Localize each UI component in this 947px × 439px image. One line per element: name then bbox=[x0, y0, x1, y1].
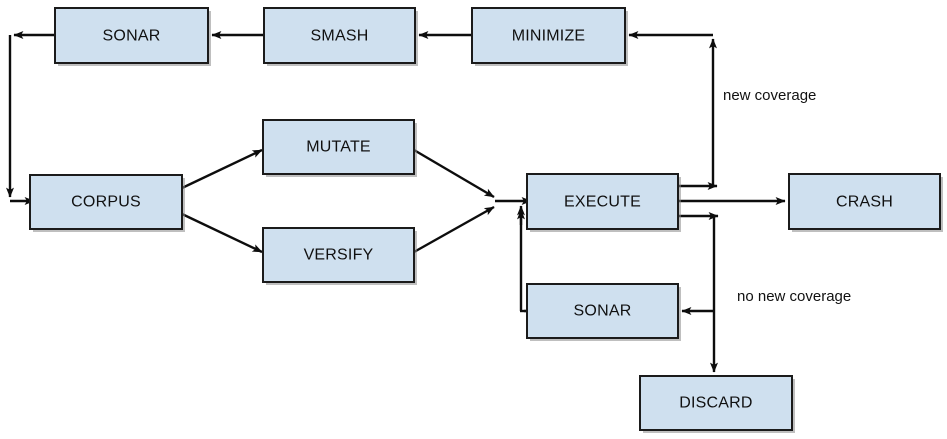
node-corpus[interactable]: CORPUS bbox=[29, 174, 185, 232]
node-sonar-bottom-label: SONAR bbox=[574, 303, 632, 320]
node-execute[interactable]: EXECUTE bbox=[526, 173, 681, 232]
node-discard-label: DISCARD bbox=[679, 395, 752, 412]
edge-label-layer: new coverage no new coverage bbox=[723, 87, 851, 305]
node-layer: SONAR SMASH MINIMIZE MUTATE CORPUS bbox=[29, 7, 943, 433]
node-smash-label: SMASH bbox=[311, 28, 369, 45]
edge-label-no-new-coverage: no new coverage bbox=[737, 288, 851, 305]
edge-layer bbox=[5, 30, 786, 373]
edge-corpus-to-versify bbox=[181, 212, 263, 254]
node-sonar-bottom[interactable]: SONAR bbox=[526, 283, 681, 341]
node-mutate-label: MUTATE bbox=[306, 139, 371, 156]
node-minimize[interactable]: MINIMIZE bbox=[471, 7, 628, 66]
node-mutate[interactable]: MUTATE bbox=[262, 119, 417, 177]
node-discard[interactable]: DISCARD bbox=[639, 375, 795, 433]
node-crash-label: CRASH bbox=[836, 194, 893, 211]
node-corpus-label: CORPUS bbox=[71, 194, 141, 211]
node-execute-label: EXECUTE bbox=[564, 194, 641, 211]
edge-corpus-to-mutate bbox=[181, 148, 263, 190]
node-minimize-label: MINIMIZE bbox=[512, 28, 586, 45]
edge-label-new-coverage: new coverage bbox=[723, 87, 816, 104]
node-versify[interactable]: VERSIFY bbox=[262, 227, 417, 285]
edge-mutate-to-execute bbox=[413, 148, 495, 199]
node-sonar-top[interactable]: SONAR bbox=[54, 7, 211, 66]
edge-versify-to-execute bbox=[413, 205, 495, 254]
node-versify-label: VERSIFY bbox=[304, 247, 374, 264]
node-smash[interactable]: SMASH bbox=[263, 7, 418, 66]
node-crash[interactable]: CRASH bbox=[788, 173, 943, 232]
node-sonar-top-label: SONAR bbox=[103, 28, 161, 45]
